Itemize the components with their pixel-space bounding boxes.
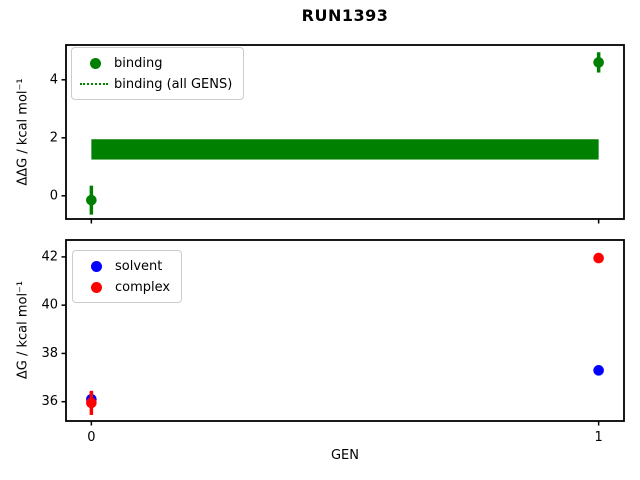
data-point-solvent-1 <box>593 365 604 376</box>
bottom-y-axis-label: ΔG / kcal mol⁻¹ <box>15 280 31 380</box>
legend-label: binding <box>114 55 163 71</box>
legend-item-binding-all-gens-: binding (all GENS) <box>80 74 232 94</box>
axes-frame-1 <box>65 239 625 422</box>
y-tick-label-2: 2 <box>50 130 58 145</box>
dot-marker-icon <box>91 281 102 293</box>
legend-label: binding (all GENS) <box>114 76 233 92</box>
y-tick-label-40: 40 <box>41 298 58 313</box>
x-axis-label: GEN <box>330 448 359 463</box>
legend-item-binding: binding <box>80 53 232 73</box>
band-binding-all-gens- <box>91 139 599 160</box>
axes-frame-0 <box>65 44 625 220</box>
y-tick-label-0: 0 <box>50 188 58 203</box>
legend-item-solvent: solvent <box>81 256 170 276</box>
top-y-axis-label: ΔΔG / kcal mol⁻¹ <box>15 78 31 186</box>
dot-marker-icon <box>91 260 102 272</box>
x-tick-label-1: 1 <box>594 430 602 445</box>
bottom-legend: solvent complex <box>72 250 183 303</box>
y-tick-label-38: 38 <box>41 346 58 361</box>
figure-title: RUN1393 <box>301 6 389 25</box>
legend-label: solvent <box>115 258 163 274</box>
legend-item-complex: complex <box>81 277 170 297</box>
data-point-binding-0 <box>86 194 97 206</box>
legend-label: complex <box>115 279 171 295</box>
data-point-binding-1 <box>593 57 604 68</box>
dotted-line-marker-icon <box>80 83 108 85</box>
y-tick-label-42: 42 <box>41 249 58 264</box>
data-point-complex-0 <box>86 397 97 409</box>
y-tick-label-36: 36 <box>41 394 58 409</box>
y-tick-label-4: 4 <box>50 72 58 87</box>
top-legend: binding binding (all GENS) <box>71 47 245 100</box>
x-tick-label-0: 0 <box>87 430 95 445</box>
dot-marker-icon <box>90 57 101 69</box>
data-point-complex-1 <box>593 252 604 264</box>
